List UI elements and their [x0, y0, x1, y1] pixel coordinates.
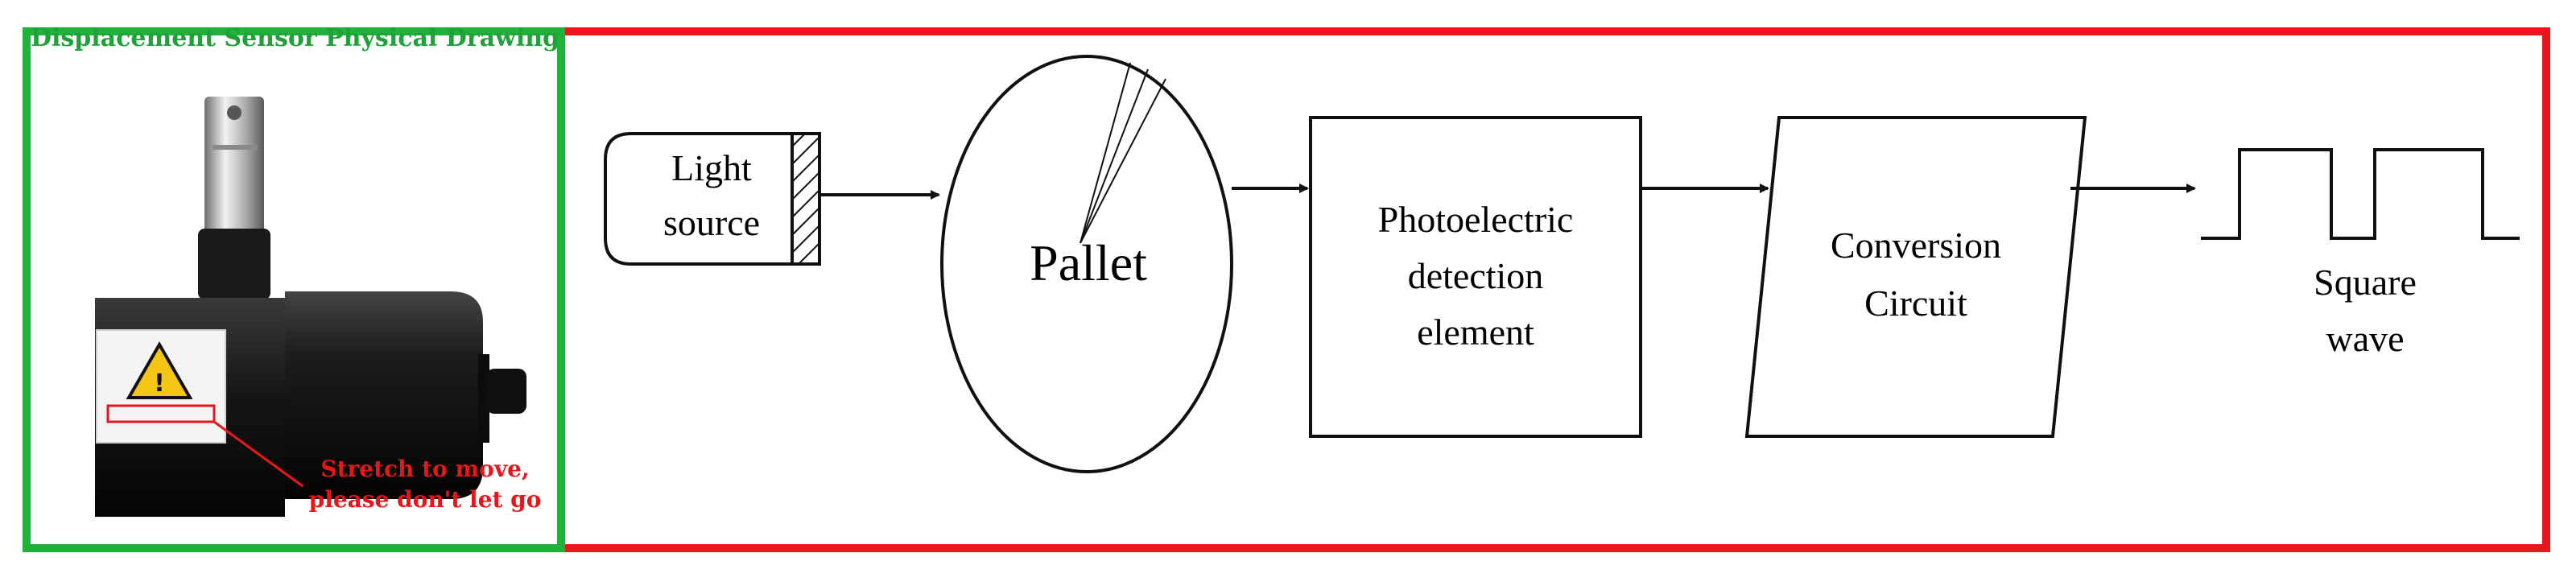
sensor-rod	[204, 97, 264, 233]
detector-label-line-2: detection	[1408, 255, 1544, 296]
sensor-neck	[198, 229, 270, 299]
light-source-hatching	[791, 133, 820, 265]
square-wave-icon	[2201, 148, 2520, 240]
warning-icon: !	[126, 340, 193, 399]
pallet-label: Pallet	[1030, 234, 1147, 291]
detector-label-line-1: Photoelectric	[1378, 199, 1574, 240]
sensor-caption: Stretch to move, please don't let go	[304, 454, 546, 515]
warning-text-highlight	[106, 404, 216, 423]
pallet-ellipse	[940, 55, 1233, 473]
light-source-node: Light source	[604, 132, 821, 266]
conversion-parallelogram	[1744, 116, 2087, 438]
displacement-sensor-photo: !	[95, 97, 526, 517]
detector-label-line-3: element	[1417, 312, 1534, 353]
conversion-label-line-1: Conversion	[1831, 225, 2001, 266]
light-source-label-line-1: Light	[671, 147, 752, 188]
light-source-box	[604, 132, 821, 266]
sensor-cylinder	[285, 291, 483, 499]
pallet-spokes	[1080, 62, 1166, 244]
detector-box	[1309, 116, 1642, 438]
sensor-caption-line-1: Stretch to move,	[320, 456, 530, 482]
sensor-connector	[486, 369, 526, 414]
caption-pointer	[213, 420, 303, 488]
light-source-label-line-2: source	[663, 202, 760, 243]
square-wave-label-line-2: wave	[2326, 318, 2404, 359]
pallet-node: Pallet	[940, 55, 1233, 473]
photo-panel-title: Displacement Sensor Physical Drawing	[31, 24, 560, 52]
sensor-rod-hole	[227, 105, 242, 120]
sensor-caption-line-2: please don't let go	[308, 486, 542, 513]
square-wave-output: Square wave	[2201, 148, 2520, 359]
square-wave-label-line-1: Square	[2314, 262, 2417, 303]
photoelectric-detector-node: Photoelectric detection element	[1309, 116, 1642, 438]
conversion-circuit-node: Conversion Circuit	[1744, 116, 2087, 438]
conversion-label-line-2: Circuit	[1864, 283, 1967, 324]
sensor-rod-groove	[213, 145, 258, 150]
svg-text:!: !	[154, 369, 165, 398]
